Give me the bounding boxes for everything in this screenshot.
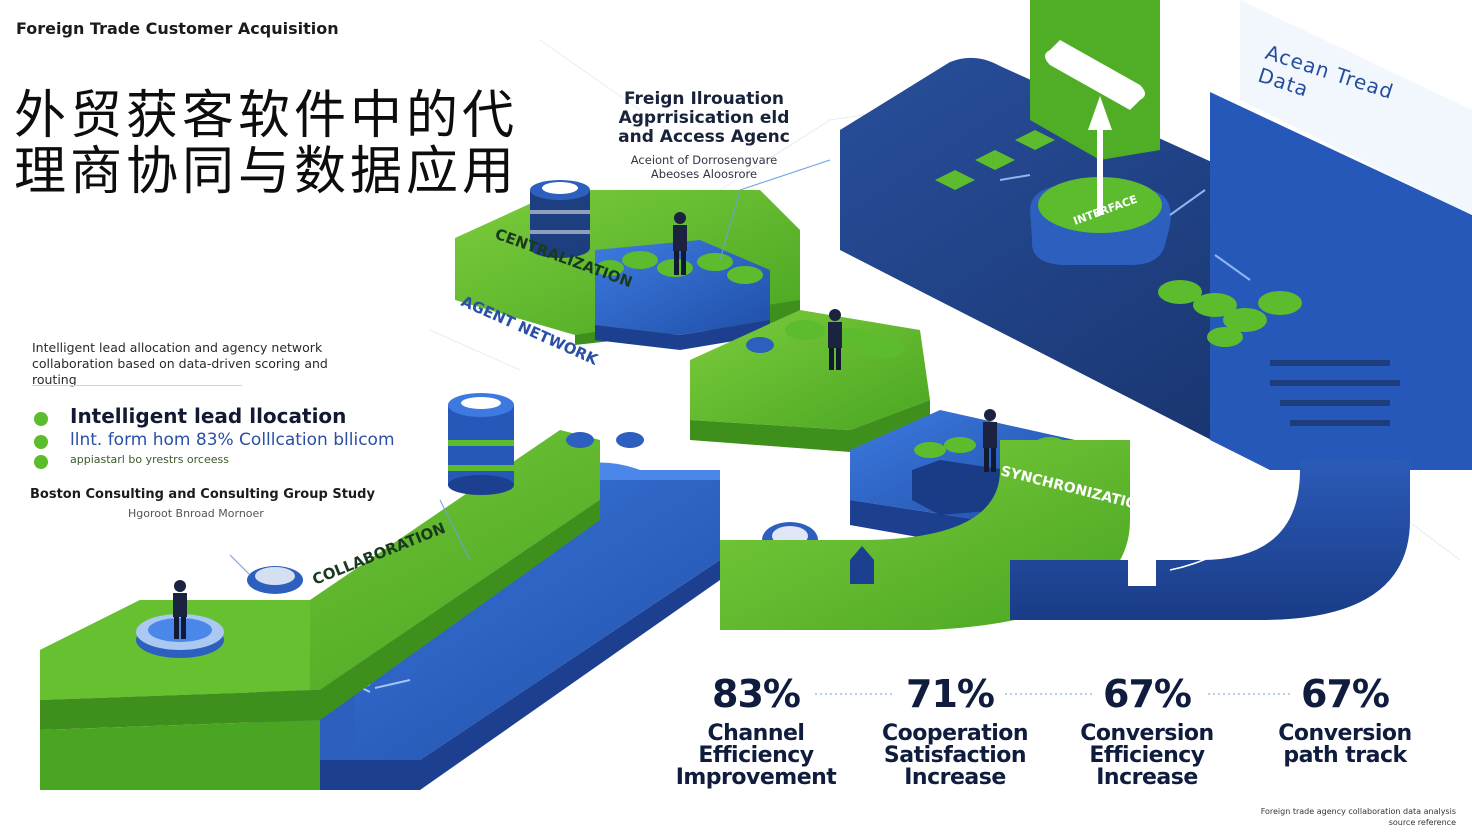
footnote: Foreign trade agency collaboration data …	[1260, 807, 1456, 827]
stat-label: Channel Efficiency Improvement	[675, 721, 837, 790]
leaf-icon	[34, 412, 48, 426]
person-figure-middle	[828, 309, 842, 370]
connector-lines	[229, 159, 1290, 695]
intro-paragraph: Intelligent lead allocation and agency n…	[32, 340, 328, 387]
lead-allocation-title: Intelligent lead llocation	[70, 404, 347, 428]
database-cylinder-middle	[448, 393, 514, 495]
stat-value: 71%	[906, 672, 995, 716]
leaf-icon	[34, 435, 48, 449]
stat-label: Cooperation Satisfaction Increase	[881, 721, 1029, 790]
start-platform	[40, 580, 310, 700]
conversion-ribbon	[720, 440, 1410, 630]
divider	[32, 385, 242, 386]
brand-title: Foreign Trade Customer Acquisition	[16, 19, 339, 38]
person-figure-blue	[983, 409, 997, 472]
database-cylinder-top	[530, 180, 590, 258]
agent-block-top	[455, 180, 800, 350]
stat-value: 83%	[712, 672, 801, 716]
person-figure-start	[173, 580, 187, 639]
leaf-icon	[34, 455, 48, 469]
source-subtitle: Hgoroot Bnroad Mornoer	[128, 507, 264, 520]
lead-allocation-line: llnt. form hom 83% Colllcation bllicom	[70, 430, 395, 450]
lead-allocation-sub: appiastarl bo yrestrs orceess	[70, 453, 229, 466]
stat-value: 67%	[1301, 672, 1390, 716]
agency-title: Freign Ilrouation Agprrisication eld and…	[618, 89, 790, 147]
agency-subtitle: Aceiont of Dorrosengvare Abeoses Aloosro…	[630, 153, 778, 181]
data-server-panel	[840, 0, 1472, 470]
stat-label: Conversion path track	[1278, 721, 1412, 768]
stat-label: Conversion Efficiency Increase	[1080, 721, 1214, 790]
page-title: 外贸获客软件中的代理商协同与数据应用	[14, 86, 519, 202]
person-figure-top	[673, 212, 687, 275]
stat-value: 67%	[1103, 672, 1192, 716]
source-title: Boston Consulting and Consulting Group S…	[30, 487, 375, 502]
